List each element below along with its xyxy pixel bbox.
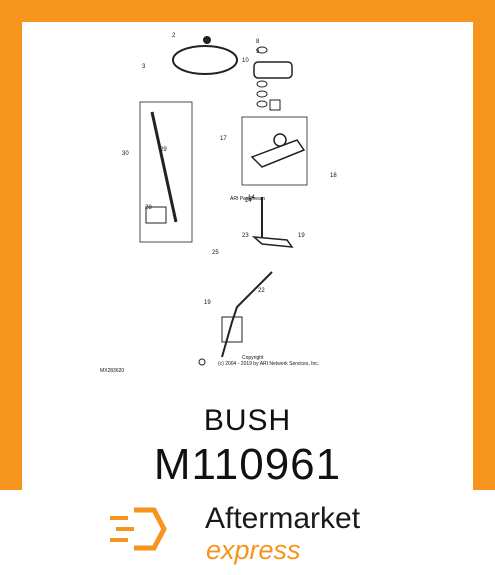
svg-text:10: 10: [242, 58, 249, 64]
svg-text:29: 29: [160, 147, 167, 153]
svg-text:17: 17: [220, 136, 227, 142]
svg-text:19: 19: [298, 233, 305, 239]
brand-line1: Aftermarket: [205, 502, 361, 535]
part-number: M110961: [153, 440, 342, 489]
brand-footer: [0, 490, 495, 575]
svg-text:22: 22: [258, 288, 265, 294]
mount-box: [241, 116, 308, 186]
svg-text:19: 19: [204, 300, 211, 306]
brand-line2: express: [206, 535, 301, 565]
copyright-line1: Copyright: [242, 355, 264, 361]
svg-text:28: 28: [145, 205, 152, 211]
svg-text:18: 18: [330, 173, 337, 179]
svg-text:24: 24: [245, 198, 252, 204]
copyright-line2: (c) 2004 - 2019 by ARI Network Services,…: [218, 361, 319, 367]
column-box: [139, 101, 193, 243]
svg-text:3: 3: [142, 64, 146, 70]
svg-text:14: 14: [248, 195, 255, 201]
part-name: BUSH: [203, 404, 292, 437]
parts-diagram: 2 3 8 9 10 30 29 28 17 18 24 14 23 19 22…: [100, 33, 337, 374]
svg-text:25: 25: [212, 250, 219, 256]
product-card: 2 3 8 9 10 30 29 28 17 18 24 14 23 19 22…: [22, 22, 473, 490]
svg-text:8: 8: [256, 39, 260, 45]
steering-wheel: [172, 45, 238, 75]
svg-text:9: 9: [256, 49, 260, 55]
watermark: ARI PartStream: [230, 196, 265, 202]
hexagon-speed-icon: [110, 507, 167, 551]
svg-text:2: 2: [172, 33, 176, 39]
figure-id: MX283620: [100, 368, 124, 374]
svg-text:23: 23: [242, 233, 249, 239]
svg-text:30: 30: [122, 151, 129, 157]
